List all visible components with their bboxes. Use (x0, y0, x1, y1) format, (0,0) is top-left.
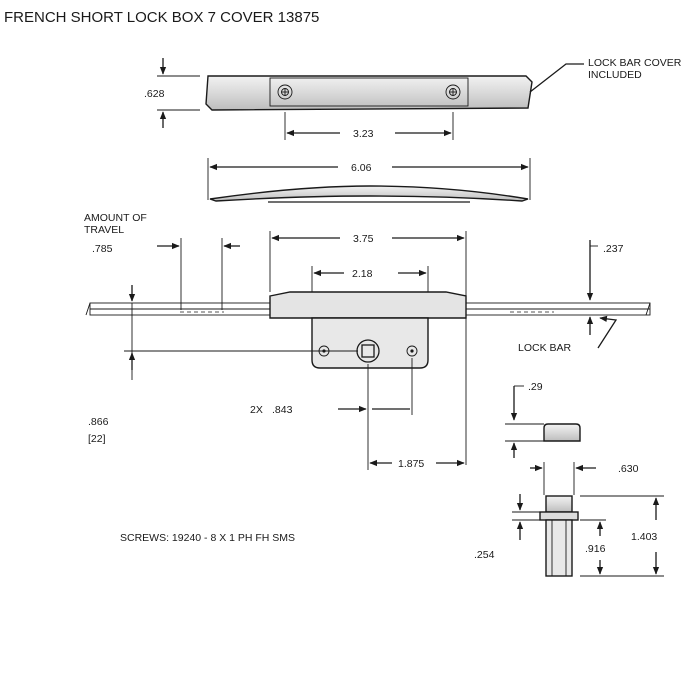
dim-inner-length-text: 2.18 (352, 268, 373, 280)
dim-mount-hole-spacing: 2X .843 (250, 358, 413, 470)
travel-label-line1: AMOUNT OF (84, 212, 147, 224)
lock-box-mount-hole-right (406, 345, 418, 357)
dim-cover-height-text: .628 (144, 88, 165, 100)
dim-body-height-text: .916 (585, 543, 606, 555)
dim-bar-thickness: .237 (586, 240, 624, 335)
dim-cover-length: 6.06 (207, 158, 531, 200)
cover-callout-line2: INCLUDED (588, 69, 642, 81)
dim-plate-length: 3.75 (269, 231, 467, 465)
dim-side-width: .630 (530, 462, 639, 495)
cover-screw-hole-right (445, 84, 461, 100)
dim-mount-hole-prefix: 2X (250, 404, 263, 416)
dim-mount-hole-spacing-text: .843 (272, 404, 293, 416)
dim-cover-height: .628 (144, 58, 200, 128)
lock-bar-label: LOCK BAR (518, 342, 572, 354)
travel-label-line2: TRAVEL (84, 224, 124, 236)
dim-inner-length: 2.18 (311, 266, 429, 292)
dim-flange: .254 (474, 494, 540, 561)
side-body (539, 495, 579, 577)
cover-screw-hole-left (277, 84, 293, 100)
dim-center-offset: 1.875 (369, 458, 465, 470)
dim-flange-text: .254 (474, 549, 495, 561)
cover-callout: LOCK BAR COVER INCLUDED (529, 57, 682, 93)
cover-side-view (209, 185, 529, 203)
travel-value: .785 (92, 243, 113, 255)
dim-cap-height-text: .29 (528, 381, 543, 393)
dim-side-width-text: .630 (618, 463, 639, 475)
drawing-title: FRENCH SHORT LOCK BOX 7 COVER 13875 (4, 9, 319, 26)
dim-overall-height-text: 1.403 (631, 531, 657, 543)
screws-note: SCREWS: 19240 - 8 X 1 PH FH SMS (120, 532, 295, 544)
dim-cover-length-text: 6.06 (351, 162, 372, 174)
lock-bar-callout: LOCK BAR (518, 315, 618, 354)
dim-overall-height: 1.403 (580, 495, 664, 577)
dim-cover-hole-spacing-text: 3.23 (353, 128, 374, 140)
dim-body-height: .916 (580, 519, 606, 575)
cover-callout-line1: LOCK BAR COVER (588, 57, 682, 69)
dim-bar-thickness-text: .237 (603, 243, 624, 255)
lock-box-front (269, 291, 467, 369)
dim-plate-length-text: 3.75 (353, 233, 374, 245)
dim-center-offset-text: 1.875 (398, 458, 424, 470)
dim-cover-hole-spacing: 3.23 (284, 112, 454, 140)
dim-depth-text: .866 (88, 416, 109, 428)
dim-depth-mm-text: [22] (88, 433, 106, 445)
dim-cap-height: .29 (505, 381, 544, 458)
cover-top-view (205, 75, 533, 111)
dim-depth: .866 [22] (88, 285, 358, 445)
travel-annotation: AMOUNT OF TRAVEL .785 (84, 212, 240, 310)
side-cap (543, 423, 581, 442)
